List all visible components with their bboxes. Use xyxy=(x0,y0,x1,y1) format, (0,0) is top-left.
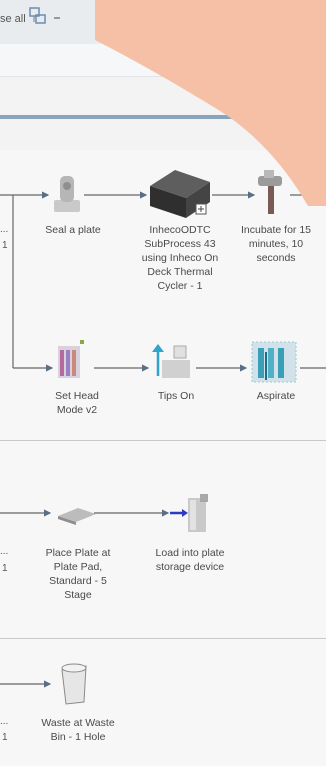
truncated-step-label: ... xyxy=(0,546,9,557)
truncated-step-label: ... xyxy=(0,224,9,235)
step-label-set-head-mode[interactable]: Set Head Mode v2 xyxy=(55,390,99,416)
incubate-icon[interactable] xyxy=(258,170,282,214)
process-panel-2 xyxy=(0,441,326,638)
plate-pad-icon[interactable] xyxy=(58,508,96,525)
truncated-step-label: 1 xyxy=(2,563,8,574)
process-panel-3 xyxy=(0,639,326,766)
panel-separator xyxy=(0,440,326,441)
collapse-all-icon[interactable] xyxy=(27,5,49,27)
sealer-icon[interactable] xyxy=(54,176,80,212)
head-mode-icon[interactable] xyxy=(58,340,84,378)
tips-on-icon[interactable] xyxy=(152,344,190,378)
step-label-aspirate[interactable]: Aspirate xyxy=(256,390,296,402)
step-label-thermal-cycler[interactable]: InhecoODTC SubProcess 43 using Inheco On… xyxy=(141,224,219,292)
plate-storage-icon[interactable] xyxy=(170,494,208,532)
step-label-waste-bin[interactable]: Waste at Waste Bin - 1 Hole xyxy=(41,717,115,743)
collapse-all-button-label[interactable]: se all xyxy=(0,13,26,25)
step-label-seal-plate[interactable]: Seal a plate xyxy=(45,224,101,236)
panel-separator xyxy=(0,638,326,639)
thermal-cycler-icon[interactable] xyxy=(150,170,210,218)
step-label-incubate[interactable]: Incubate for 15 minutes, 10 seconds xyxy=(240,224,312,264)
truncated-step-label: 1 xyxy=(2,732,8,743)
truncated-step-label: ... xyxy=(0,716,9,727)
truncated-step-label: 1 xyxy=(2,240,8,251)
step-label-tips-on[interactable]: Tips On xyxy=(157,390,195,402)
step-label-load-storage[interactable]: Load into plate storage device xyxy=(155,547,225,573)
waste-bin-icon[interactable] xyxy=(61,663,87,705)
aspirate-icon[interactable] xyxy=(251,341,297,383)
toolbar-separator xyxy=(54,17,60,19)
step-label-place-plate[interactable]: Place Plate at Plate Pad, Standard - 5 S… xyxy=(45,547,111,601)
